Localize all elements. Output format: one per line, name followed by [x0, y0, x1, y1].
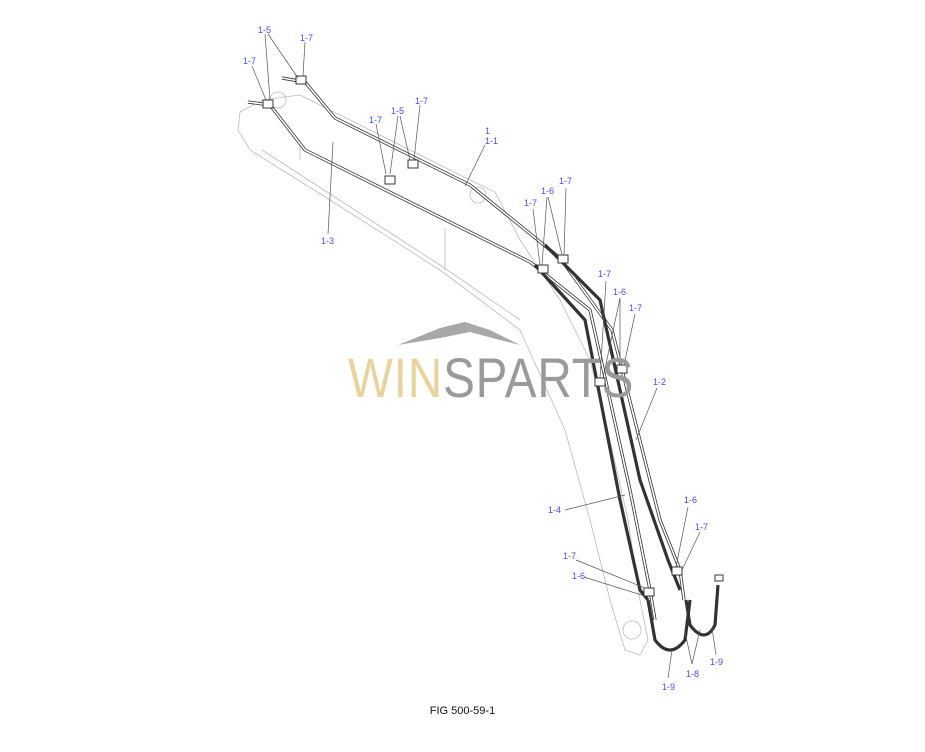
part-label: 1-7 [415, 96, 428, 106]
part-label: 1-2 [653, 377, 666, 387]
part-label: 1-5 [391, 106, 404, 116]
part-label: 1-3 [321, 236, 334, 246]
watermark-logo-icon [398, 322, 520, 345]
part-label: 1 [485, 126, 490, 136]
watermark-part1: WIN [348, 346, 444, 409]
part-label: 1-7 [598, 269, 611, 279]
part-labels: 1-5 1-7 1-7 1-7 1-5 1-7 1 1-1 1-3 1-7 1-… [243, 25, 723, 692]
part-label: 1-7 [369, 115, 382, 125]
watermark: WINSPARTS [348, 345, 634, 410]
part-label: 1-4 [548, 505, 561, 515]
part-label: 1-1 [485, 136, 498, 146]
figure-caption: FIG 500-59-1 [429, 705, 496, 717]
part-label: 1-7 [243, 56, 256, 66]
part-label: 1-7 [300, 33, 313, 43]
part-label: 1-7 [559, 176, 572, 186]
part-label: 1-5 [258, 25, 271, 35]
part-label: 1-6 [572, 571, 585, 581]
part-label: 1-9 [710, 657, 723, 667]
part-label: 1-6 [684, 495, 697, 505]
part-label: 1-6 [541, 186, 554, 196]
watermark-part2: SPARTS [443, 346, 635, 409]
part-label: 1-7 [524, 198, 537, 208]
part-label: 1-7 [563, 551, 576, 561]
leader-lines [251, 33, 717, 679]
part-label: 1-7 [629, 303, 642, 313]
part-label: 1-8 [686, 669, 699, 679]
part-label: 1-9 [662, 682, 675, 692]
part-label: 1-6 [613, 287, 626, 297]
part-label: 1-7 [695, 522, 708, 532]
